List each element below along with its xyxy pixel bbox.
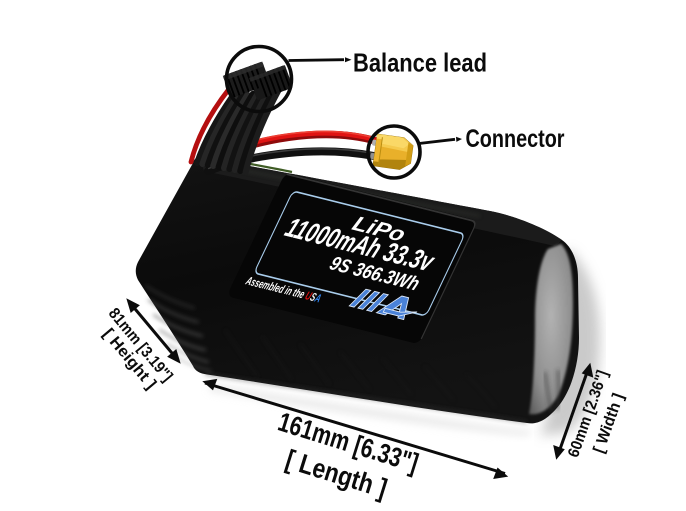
svg-text:Balance lead: Balance lead [353,48,487,78]
svg-text:Connector: Connector [466,125,565,153]
